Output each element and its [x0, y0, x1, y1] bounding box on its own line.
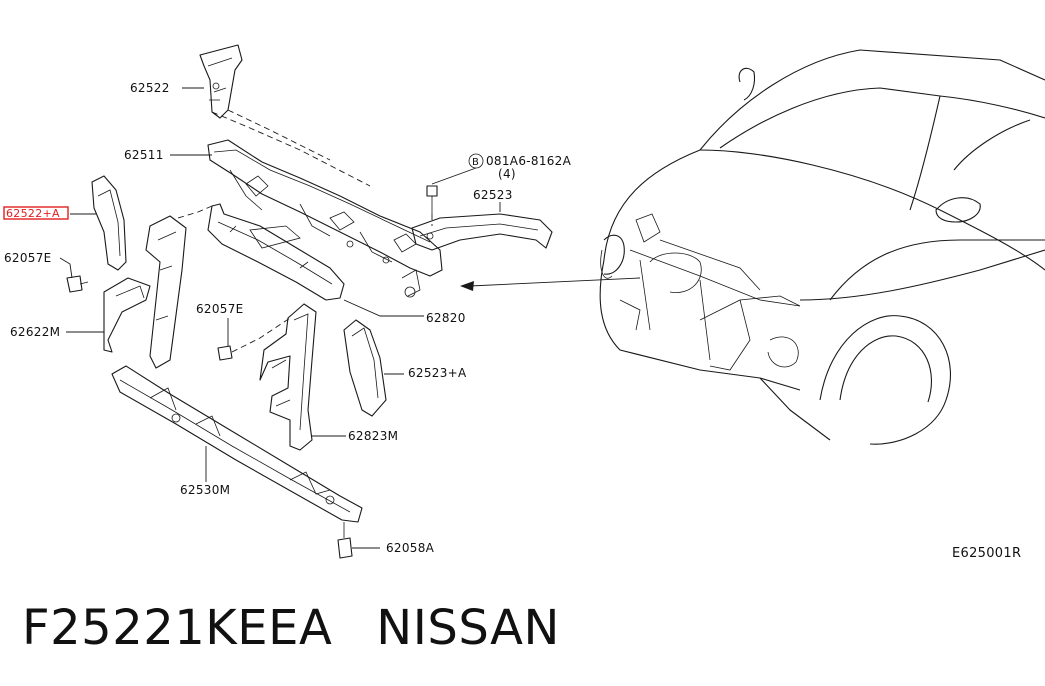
label-62820: 62820: [426, 311, 466, 325]
part-62530m-lower-support: [111, 365, 363, 523]
label-62530m: 62530M: [180, 483, 230, 497]
part-62622m-side-member: [103, 215, 187, 369]
part-62823m-side-member: [259, 303, 317, 451]
bolt-62057e-mid: [217, 317, 291, 361]
label-62622m: 62622M: [10, 325, 60, 339]
highlight-box: [3, 206, 69, 220]
footer-caption: F25221KEEA NISSAN: [22, 600, 560, 656]
label-62058a: 62058A: [386, 541, 435, 555]
footer-part-number: F25221KEEA: [22, 600, 333, 656]
label-62823m: 62823M: [348, 429, 398, 443]
label-bolt-qty: (4): [498, 167, 516, 181]
part-62522a-air-guide: [91, 175, 127, 271]
bolt-62058a: [337, 522, 353, 559]
part-62820-cross-member: [207, 203, 345, 301]
bolt-62057e-left: [66, 275, 89, 293]
label-62523: 62523: [473, 188, 513, 202]
pointer-arrow: [460, 277, 641, 291]
label-62057e-mid: 62057E: [196, 302, 244, 316]
label-62057e-left: 62057E: [4, 251, 52, 265]
drawing-code: E625001R: [952, 546, 1021, 561]
bolt-marker-letter: B: [472, 157, 479, 168]
label-62511: 62511: [124, 148, 164, 162]
label-62522a: 62522+A: [6, 207, 60, 220]
footer-brand: NISSAN: [376, 600, 560, 656]
part-62523a-air-guide: [343, 319, 387, 417]
label-62523a: 62523+A: [408, 366, 467, 380]
label-62522: 62522: [130, 81, 170, 95]
part-62522-upper-bracket: [199, 44, 243, 119]
vehicle-outline: [599, 49, 1045, 445]
part-62511-upper-support: [207, 139, 443, 298]
label-bolt-part: 081A6-8162A: [486, 154, 572, 168]
part-62523-side-bracket: [411, 213, 553, 251]
